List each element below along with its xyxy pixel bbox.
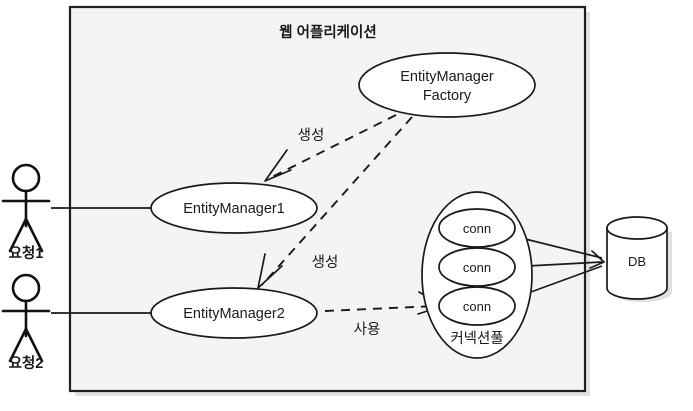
edge-label-use: 사용 (354, 321, 381, 338)
conn2-ellipse[interactable] (438, 247, 516, 287)
actor1-leg-right-icon (24, 217, 44, 253)
node-database[interactable]: DB (606, 216, 672, 302)
node-entitymanagerfactory[interactable]: EntityManager Factory (358, 52, 536, 118)
db-cylinder-top (606, 216, 668, 240)
actor2-leg-left-icon (8, 327, 28, 363)
arrowhead-create2 (257, 253, 283, 289)
edge-line-create1 (269, 114, 397, 179)
edge-label-create1: 생성 (298, 127, 325, 144)
entitymanager1-label: EntityManager1 (183, 201, 285, 217)
db-label: DB (628, 254, 646, 269)
edge-line-create2 (261, 116, 413, 286)
edge-factory-to-entitymanager2: 생성 (257, 116, 413, 289)
node-connection-pool[interactable]: conn conn conn 커넥션풀 (421, 191, 533, 359)
edge-line-use (324, 305, 437, 312)
arrowhead-create1 (264, 149, 292, 182)
node-conn-1[interactable]: conn (438, 208, 516, 248)
actor1-leg-left-icon (8, 217, 28, 253)
node-entitymanager1[interactable]: EntityManager1 (150, 182, 318, 234)
container-title: 웹 어플리케이션 (279, 24, 376, 41)
db-cylinder-body (606, 227, 668, 300)
node-conn-2[interactable]: conn (438, 247, 516, 287)
edge-factory-to-entitymanager1: 생성 (264, 114, 397, 182)
actor2-leg-right-icon (24, 327, 44, 363)
conn1-label: conn (463, 221, 491, 236)
arrowhead-db (589, 250, 605, 269)
actor1-head-icon (11, 163, 41, 193)
entitymanager1-ellipse[interactable] (150, 182, 318, 234)
node-entitymanager2[interactable]: EntityManager2 (150, 287, 318, 339)
entitymanagerfactory-label-line2: Factory (423, 88, 472, 104)
conn1-ellipse[interactable] (438, 208, 516, 248)
conn3-label: conn (463, 299, 491, 314)
node-conn-3[interactable]: conn (438, 286, 516, 326)
connection-pool-label: 커넥션풀 (450, 330, 503, 347)
actor-request1[interactable]: 요청1 (1, 163, 51, 262)
actor1-label: 요청1 (9, 245, 44, 262)
entitymanagerfactory-ellipse[interactable] (358, 52, 536, 118)
actor-request2[interactable]: 요청2 (1, 273, 51, 372)
actor2-head-icon (11, 273, 41, 303)
conn2-label: conn (463, 260, 491, 275)
edge-label-create2: 생성 (312, 254, 339, 271)
entitymanager2-label: EntityManager2 (183, 306, 285, 322)
entitymanagerfactory-label-line1: EntityManager (400, 69, 494, 85)
conn3-ellipse[interactable] (438, 286, 516, 326)
actor2-label: 요청2 (9, 355, 44, 372)
entitymanager2-ellipse[interactable] (150, 287, 318, 339)
